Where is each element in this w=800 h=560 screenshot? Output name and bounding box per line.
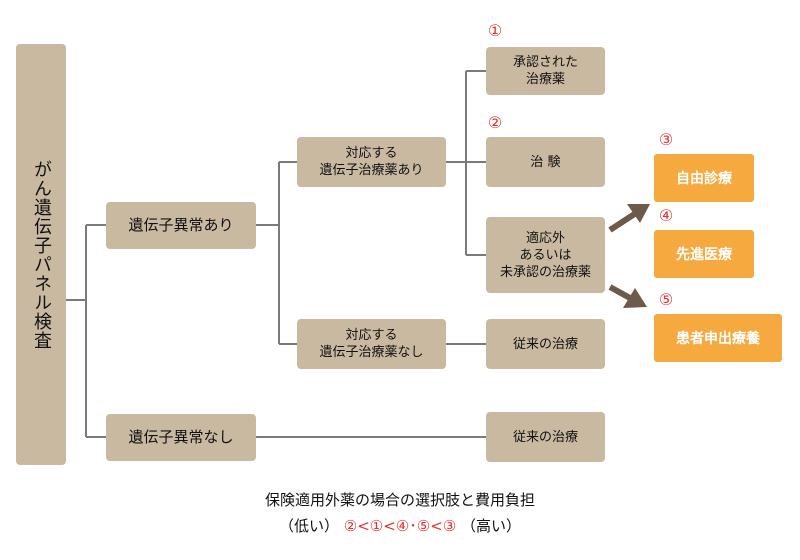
abnormal-yes-box: 遺伝子異常あり: [106, 202, 256, 249]
marker-2: ②: [487, 113, 503, 132]
caption-title: 保険適用外薬の場合の選択肢と費用負担: [264, 491, 535, 509]
marker-5: ⑤: [658, 290, 674, 309]
offlabel-drug-box: 適応外 あるいは 未承認の治療薬: [486, 217, 605, 293]
abnormal-no-box: 遺伝子異常なし: [106, 414, 256, 461]
root-box: がん遺伝子パネル検査: [16, 44, 66, 465]
approved-drug-box: 承認された 治療薬: [486, 47, 605, 95]
standard-treatment-box-a: 従来の治療: [486, 319, 605, 369]
arrow-to-private: [608, 204, 650, 233]
standard-treatment-box-b: 従来の治療: [486, 412, 605, 462]
drug-yes-box: 対応する 遺伝子治療薬あり: [297, 137, 446, 187]
caption-order-line: （低い） ②<①<④･⑤<③ （高い）: [0, 515, 800, 536]
private-care-box: 自由診療: [654, 154, 754, 202]
caption-low: （低い）: [278, 517, 339, 535]
drug-no-box: 対応する 遺伝子治療薬なし: [297, 319, 446, 369]
marker-3: ③: [658, 130, 674, 149]
marker-4: ④: [658, 206, 674, 225]
arrow-to-patient-request: [608, 284, 647, 308]
marker-1: ①: [487, 21, 503, 40]
root-label: がん遺伝子パネル検査: [31, 159, 52, 350]
caption-high: （高い）: [461, 517, 522, 535]
caption-order: ②<①<④･⑤<③: [343, 517, 457, 535]
advanced-care-box: 先進医療: [654, 230, 754, 278]
patient-request-box: 患者申出療養: [654, 314, 782, 362]
clinical-trial-box: 治 験: [486, 137, 605, 187]
